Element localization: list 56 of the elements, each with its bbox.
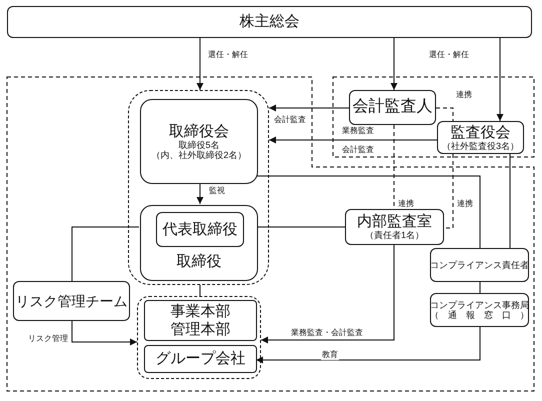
rounded-box bbox=[13, 281, 130, 321]
dashed-line bbox=[436, 108, 454, 122]
rounded-box bbox=[144, 345, 257, 373]
arrow bbox=[196, 38, 204, 90]
box-title: 会計監査人 bbox=[352, 98, 432, 117]
edge-label: リスク管理 bbox=[27, 334, 69, 344]
edge-label: 選任・解任 bbox=[207, 50, 249, 60]
dashed-group bbox=[137, 296, 261, 379]
edge-label: 連携 bbox=[397, 199, 415, 209]
box-title: リスク管理チーム bbox=[16, 292, 128, 310]
edge-label: 業務監査 bbox=[341, 126, 375, 136]
edge-label: 連携 bbox=[455, 90, 473, 100]
box-title: コンプライアンス責任者 bbox=[430, 260, 529, 270]
connector-line bbox=[256, 176, 480, 248]
rounded-box bbox=[140, 205, 258, 281]
edge-label: 教育 bbox=[321, 350, 339, 360]
box-title: 事業本部 bbox=[170, 303, 230, 320]
rounded-box bbox=[349, 90, 436, 125]
arrow bbox=[196, 182, 204, 204]
box-subtitle: （責任者1名） bbox=[364, 230, 424, 241]
arrow bbox=[268, 136, 438, 144]
box-title: 監査役会 bbox=[450, 124, 510, 141]
dashed-line bbox=[444, 154, 454, 228]
box-title: 代表取締役 bbox=[162, 220, 238, 238]
box-subtitle: （ 通 報 窓 口 ） bbox=[430, 310, 529, 320]
arrow bbox=[72, 320, 138, 346]
arrow bbox=[256, 326, 480, 364]
edge-label: 選任・解任 bbox=[428, 50, 470, 60]
box-subtitle: （内、社外取締役2名） bbox=[151, 150, 246, 160]
box-title: 取締役会 bbox=[169, 122, 229, 140]
edge-label: 業務監査・会計監査 bbox=[290, 328, 364, 338]
edge-label: 連携 bbox=[456, 199, 474, 209]
rounded-box bbox=[156, 212, 244, 247]
arrow bbox=[268, 104, 350, 112]
rounded-box bbox=[437, 121, 524, 154]
dashed-group bbox=[128, 90, 269, 285]
rounded-box bbox=[144, 300, 257, 341]
edge-label: 会計監査 bbox=[273, 115, 307, 125]
connector-line bbox=[72, 226, 140, 282]
rounded-box bbox=[430, 293, 529, 327]
arrow bbox=[260, 244, 394, 344]
box-title: 株主総会 bbox=[240, 13, 300, 31]
box-subtitle: （社外監査役3名） bbox=[442, 140, 519, 152]
rounded-box bbox=[345, 209, 444, 245]
box-title: 取締役 bbox=[176, 252, 222, 270]
box-subtitle: 管理本部 bbox=[170, 320, 230, 338]
box-subtitle: 取締役5名 bbox=[178, 140, 220, 150]
edge-label: 監視 bbox=[208, 186, 226, 196]
box-title: 内部監査室 bbox=[357, 213, 432, 230]
box-title: グループ会社 bbox=[156, 350, 246, 368]
rounded-box bbox=[7, 6, 532, 38]
arrow bbox=[496, 38, 504, 122]
line-label: 会計監査 bbox=[341, 145, 375, 155]
arrow bbox=[390, 38, 398, 90]
rounded-box bbox=[140, 99, 258, 184]
rounded-box bbox=[430, 248, 529, 282]
